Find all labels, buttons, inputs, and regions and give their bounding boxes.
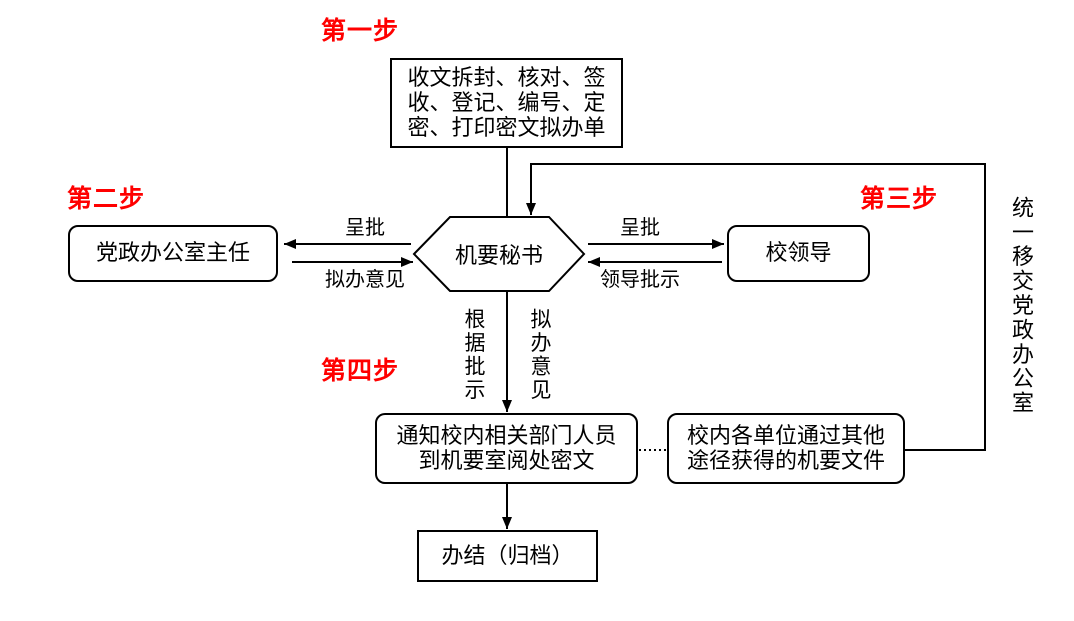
edge-label-transfer: 统一移交党政办公室	[1008, 196, 1033, 416]
secretary-label: 机要秘书	[454, 244, 543, 269]
edge-label-by-instruction: 根据批示	[462, 308, 486, 402]
edge-label-from-leader: 领导批示	[600, 267, 680, 291]
leader-label: 校领导	[765, 241, 832, 266]
notify-box-line-1: 通知校内相关部门人员	[396, 423, 617, 449]
step-one-label: 第一步	[321, 16, 400, 45]
edge-label-to-director: 呈批	[345, 215, 385, 239]
step-three-label: 第三步	[860, 184, 939, 213]
receive-box-line-2: 收、登记、编号、定	[407, 90, 606, 116]
arrow-other-to-secretary	[526, 163, 986, 451]
other-box-line-1: 校内各单位通过其他	[686, 423, 885, 449]
archive-label: 办结（归档）	[441, 543, 574, 569]
director-label: 党政办公室主任	[95, 241, 250, 266]
archive-box: 办结（归档）	[417, 530, 598, 582]
edge-label-to-leader: 呈批	[620, 215, 660, 239]
edge-label-proposed-opinion: 拟办意见	[528, 308, 552, 402]
other-channels-box: 校内各单位通过其他 途径获得的机要文件	[667, 413, 905, 484]
edge-label-from-director: 拟办意见	[325, 267, 405, 291]
director-box: 党政办公室主任	[68, 225, 278, 282]
leader-box: 校领导	[727, 225, 870, 282]
receive-box-line-1: 收文拆封、核对、签	[407, 65, 606, 91]
receive-document-box: 收文拆封、核对、签 收、登记、编号、定 密、打印密文拟办单	[390, 58, 623, 148]
step-two-label: 第二步	[67, 184, 146, 213]
other-box-line-2: 途径获得的机要文件	[686, 448, 885, 474]
notify-box-line-2: 到机要室阅处密文	[418, 448, 595, 474]
secretary-hexagon	[412, 216, 586, 292]
notify-departments-box: 通知校内相关部门人员 到机要室阅处密文	[375, 413, 638, 484]
receive-box-line-3: 密、打印密文拟办单	[407, 115, 606, 141]
step-four-label: 第四步	[321, 356, 400, 385]
